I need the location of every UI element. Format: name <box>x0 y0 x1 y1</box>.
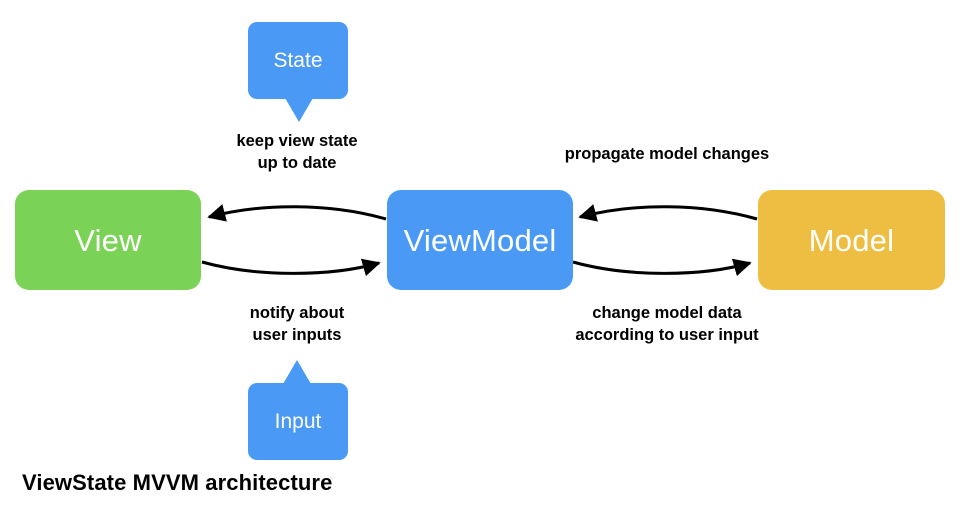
diagram-title: ViewState MVVM architecture <box>22 470 333 495</box>
edge-model-to-viewmodel <box>578 204 758 222</box>
bubble-input[interactable]: Input <box>248 383 348 460</box>
caption-propagate-model-changes: propagate model changes <box>564 145 770 163</box>
caption-notify-about-user-inputs: notify about user inputs <box>249 304 345 344</box>
bubble-input-tail-up-icon <box>283 360 311 384</box>
node-view[interactable]: View <box>15 190 201 290</box>
edge-viewmodel-to-model <box>572 258 752 277</box>
bubble-state-tail-down-icon <box>285 98 313 122</box>
node-viewmodel[interactable]: ViewModel <box>387 190 573 290</box>
edge-viewmodel-to-view <box>207 204 387 222</box>
caption-keep-view-state: keep view state up to date <box>236 132 358 172</box>
node-model[interactable]: Model <box>758 190 945 290</box>
caption-change-model-data: change model data according to user inpu… <box>575 304 759 344</box>
edge-view-to-viewmodel <box>201 258 381 277</box>
bubble-state[interactable]: State <box>248 22 348 99</box>
